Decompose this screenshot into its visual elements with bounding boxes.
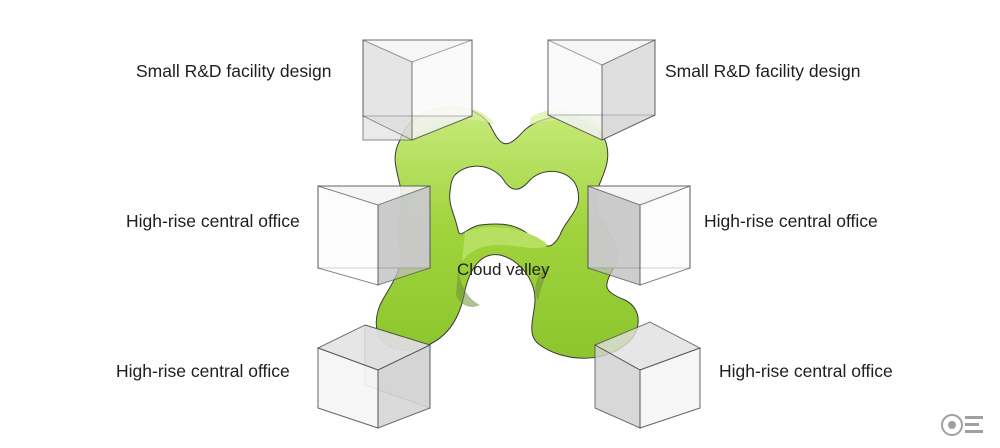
rd-facility-box-top-right [547, 39, 656, 141]
watermark-logo [938, 410, 986, 440]
office-box-bottom-left [316, 324, 432, 429]
label-top-left: Small R&D facility design [136, 61, 332, 81]
label-mid-left: High-rise central office [126, 211, 300, 231]
cloud-valley-shape [375, 105, 639, 359]
office-box-mid-right [587, 185, 691, 286]
cloud-valley-floor [462, 227, 548, 262]
cloud-valley-void [449, 165, 580, 247]
cloud-valley-shadow-left [456, 270, 480, 307]
cloud-valley-shadow-right [535, 265, 548, 300]
label-mid-right: High-rise central office [704, 211, 878, 231]
label-bottom-left: High-rise central office [116, 361, 290, 381]
label-bottom-right: High-rise central office [719, 361, 893, 381]
office-box-mid-left [317, 185, 431, 286]
label-top-right: Small R&D facility design [665, 61, 861, 81]
label-cloud-valley: Cloud valley [457, 260, 550, 279]
office-box-bottom-right [593, 321, 702, 429]
rd-facility-box-top-left [362, 39, 473, 141]
